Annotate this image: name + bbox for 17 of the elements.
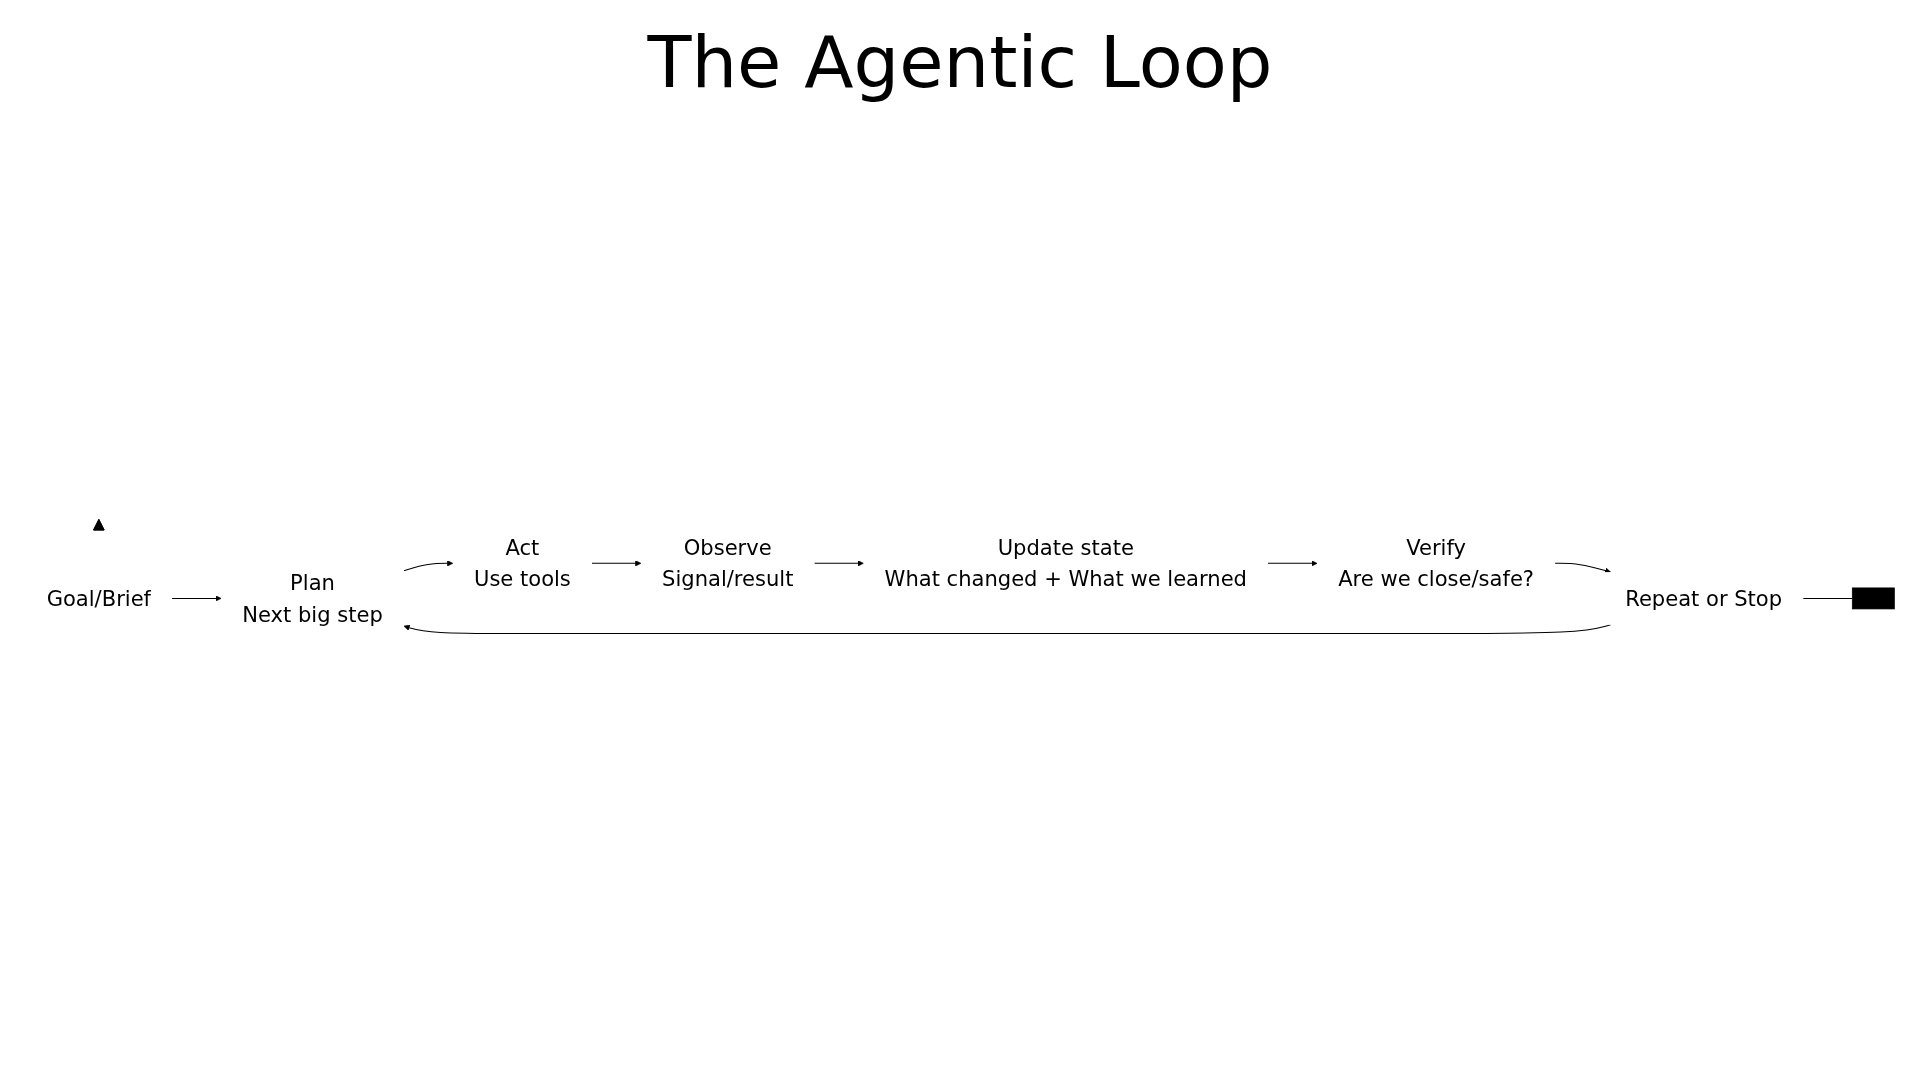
arrow xyxy=(813,560,864,567)
arrow xyxy=(403,560,454,572)
node-text: Plan Next big step xyxy=(242,570,383,627)
node-text: Verify Are we close/safe? xyxy=(1338,535,1535,592)
node-text: Update state What changed + What we learned xyxy=(884,535,1247,592)
node-text: Act Use tools xyxy=(473,535,571,592)
connector xyxy=(1802,597,1853,599)
arrow xyxy=(591,560,642,567)
arrow xyxy=(171,595,222,602)
arrow xyxy=(403,624,1612,635)
arrow xyxy=(1554,562,1611,574)
node-box xyxy=(1851,587,1895,610)
arrow xyxy=(1267,560,1318,567)
node-text: Repeat or Stop xyxy=(1625,586,1783,611)
diagram-title: The Agentic Loop xyxy=(646,20,1274,106)
node-text: Goal/Brief xyxy=(46,586,152,611)
node-text: Observe Signal/result xyxy=(662,535,794,592)
